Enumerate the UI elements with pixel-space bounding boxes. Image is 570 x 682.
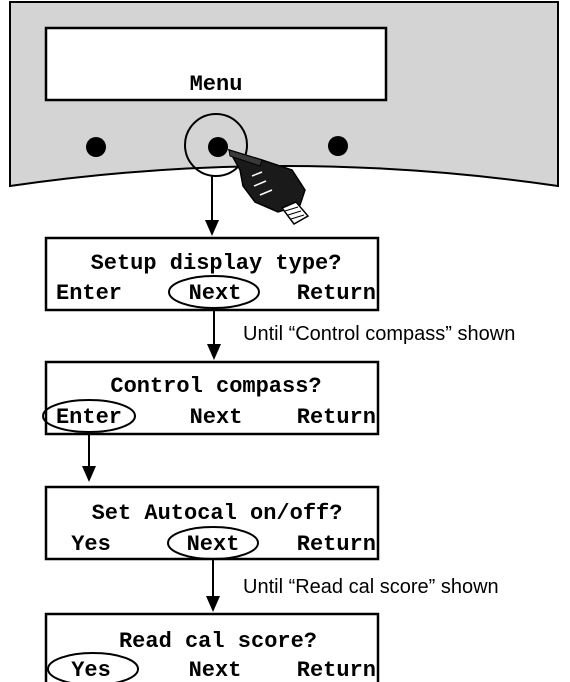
device-unit: Menu — [9, 1, 559, 225]
screen-control-compass: Control compass? Enter Next Return — [42, 360, 380, 436]
arrow-screen-3-to-4 — [206, 559, 220, 612]
screen-title: Setup display type? — [91, 251, 342, 276]
screen-title: Control compass? — [110, 374, 321, 399]
screen-read-cal-score: Read cal score? Yes Next Return — [44, 612, 380, 682]
arrow-screen-1-to-2 — [207, 308, 221, 360]
arrow-device-to-screen-1 — [205, 176, 219, 236]
option-yes[interactable]: Yes — [71, 532, 111, 557]
middle-button[interactable] — [208, 137, 228, 157]
option-next[interactable]: Next — [189, 658, 242, 682]
option-return[interactable]: Return — [297, 281, 376, 306]
middle-button-highlight — [184, 113, 248, 177]
option-return[interactable]: Return — [297, 658, 376, 682]
instruction-note: Until “Control compass” shown — [243, 323, 515, 345]
selected-option-highlight — [47, 652, 139, 682]
left-button[interactable] — [86, 137, 106, 157]
option-return[interactable]: Return — [297, 532, 376, 557]
option-enter[interactable]: Enter — [56, 405, 122, 430]
screen-setup-display-type: Setup display type? Enter Next Return — [44, 236, 380, 312]
screen-set-autocal: Set Autocal on/off? Yes Next Return — [44, 485, 380, 561]
right-button[interactable] — [328, 136, 348, 156]
option-next[interactable]: Next — [190, 405, 243, 430]
instruction-note: Until “Read cal score” shown — [243, 576, 499, 598]
option-next[interactable]: Next — [189, 281, 242, 306]
option-enter[interactable]: Enter — [56, 281, 122, 306]
device-display-text: Menu — [190, 72, 243, 97]
pointing-hand-icon — [227, 148, 310, 225]
screen-title: Set Autocal on/off? — [92, 501, 343, 526]
option-yes[interactable]: Yes — [71, 658, 111, 682]
option-next[interactable]: Next — [187, 532, 240, 557]
screen-title: Read cal score? — [119, 629, 317, 654]
arrow-screen-2-to-3 — [82, 432, 96, 482]
device-display — [44, 26, 388, 102]
option-return[interactable]: Return — [297, 405, 376, 430]
